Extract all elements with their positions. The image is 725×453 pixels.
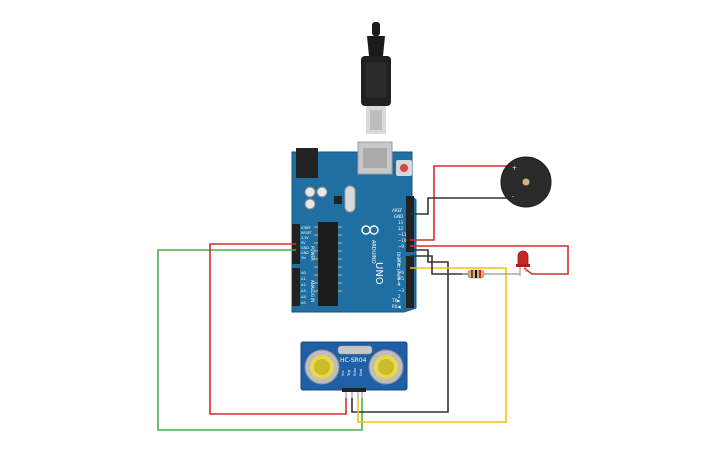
digital-header-label: DIGITAL (PWM~) [396, 252, 401, 286]
svg-text:Trig: Trig [347, 370, 351, 377]
svg-text:7: 7 [398, 264, 401, 269]
analog-header-label: ANALOG IN [310, 280, 315, 302]
wire-green[interactable] [157, 249, 363, 431]
svg-text:4: 4 [398, 282, 401, 287]
logo-label: ARDUINO [370, 240, 376, 264]
transducer-left [304, 349, 340, 385]
piezo-buzzer[interactable]: + - [500, 156, 552, 208]
svg-text:A5: A5 [301, 301, 306, 305]
power-jack [296, 148, 318, 178]
analog-pin-labels: A0 A1 A2 A3 A4 A5 [301, 271, 306, 305]
sensor-model-label: HC-SR04 [340, 357, 367, 364]
microcontroller-chip [318, 222, 338, 306]
capacitor [304, 198, 316, 210]
svg-text:2: 2 [398, 294, 401, 299]
sensor-pin-labels: Vcc Trig Echo Gnd [341, 368, 363, 377]
wire-black-resistor[interactable] [410, 255, 470, 275]
digital-pin-labels: 13 12 ~11 ~10 ~9 8 7 ~6 ~5 4 ~3 2 [398, 220, 407, 299]
buzzer-plus-label: + [512, 165, 517, 172]
board-model-label: UNO [373, 262, 384, 285]
wire-yellow[interactable] [357, 267, 507, 423]
analog-header [292, 268, 300, 306]
svg-text:RESET: RESET [301, 231, 313, 235]
usb-cable [361, 22, 391, 134]
svg-text:A1: A1 [301, 277, 306, 281]
capacitor [304, 186, 316, 198]
ultrasonic-sensor[interactable]: HC-SR04 Vcc Trig Echo Gnd [300, 341, 408, 398]
arduino-uno-board[interactable]: ARDUINO UNO POWER ANALOG IN DIGITAL (PWM… [291, 141, 417, 313]
svg-text:A0: A0 [301, 271, 306, 275]
wire-red-led[interactable] [410, 245, 569, 275]
svg-text:5V: 5V [301, 241, 306, 245]
svg-text:GND: GND [301, 246, 309, 250]
sensor-pin-header [342, 388, 366, 392]
wire-red-buzzer[interactable] [410, 165, 512, 241]
tx-label: TX▶ [391, 298, 401, 303]
red-led[interactable] [516, 250, 530, 276]
transducer-right [368, 349, 404, 385]
svg-text:GND: GND [301, 251, 309, 255]
svg-text:~5: ~5 [398, 276, 404, 281]
power-pin-labels: IOREF RESET 3.3V 5V GND GND Vin [301, 226, 313, 260]
svg-text:Gnd: Gnd [359, 369, 363, 376]
svg-text:3.3V: 3.3V [301, 236, 309, 240]
svg-text:~10: ~10 [398, 238, 407, 243]
rx-label: RX◀ [392, 304, 402, 309]
capacitor [316, 186, 328, 198]
svg-text:Vcc: Vcc [341, 370, 345, 376]
digital-header-top [406, 196, 414, 252]
wire-black-buzzer[interactable] [410, 197, 512, 215]
svg-text:A2: A2 [301, 283, 306, 287]
svg-text:Echo: Echo [353, 368, 357, 376]
wire-black-sensor[interactable] [351, 249, 449, 413]
svg-text:A3: A3 [301, 289, 306, 293]
wire-red-sensor[interactable] [209, 243, 347, 415]
svg-text:13: 13 [398, 220, 404, 225]
svg-text:~9: ~9 [398, 244, 404, 249]
buzzer-minus-label: - [512, 193, 514, 200]
crystal [344, 185, 356, 213]
resistor[interactable] [462, 269, 490, 279]
svg-text:~6: ~6 [398, 270, 404, 275]
gnd-label: GND [394, 214, 403, 219]
svg-text:Vin: Vin [301, 256, 306, 260]
power-header-label: POWER [310, 246, 315, 261]
svg-text:12: 12 [398, 226, 404, 231]
svg-text:A4: A4 [301, 295, 306, 299]
aref-label: AREF [392, 208, 403, 213]
arduino-logo-icon [361, 225, 379, 235]
svg-text:~3: ~3 [398, 288, 404, 293]
svg-text:IOREF: IOREF [301, 226, 311, 230]
svg-text:8: 8 [398, 258, 401, 263]
svg-text:~11: ~11 [398, 232, 407, 237]
digital-header-bottom [406, 256, 414, 308]
